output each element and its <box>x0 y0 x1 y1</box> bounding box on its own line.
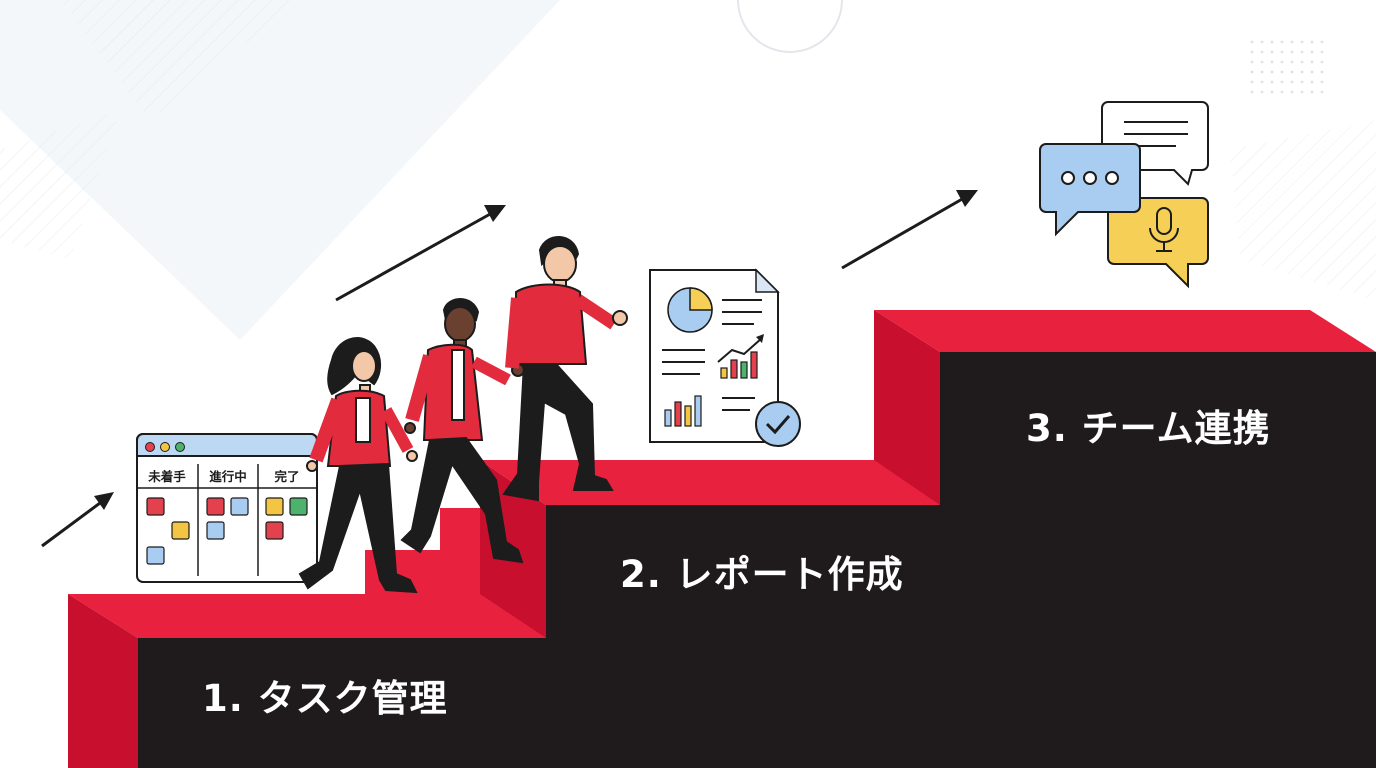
arrow-up-right-icon <box>335 205 506 302</box>
background-decor <box>0 0 1376 340</box>
kanban-col-doing: 進行中 <box>209 469 247 484</box>
step-label-report-creation: 2. レポート作成 <box>620 553 904 596</box>
arrow-up-right-icon <box>841 190 978 270</box>
report-document-icon <box>649 268 801 447</box>
step-label-team-collaboration: 3. チーム連携 <box>1026 407 1271 450</box>
step-label-task-management: 1. タスク管理 <box>202 677 448 720</box>
staircase <box>68 310 1376 768</box>
kanban-col-todo: 未着手 <box>147 469 186 484</box>
check-circle-icon <box>755 401 801 447</box>
person-man-middle <box>400 298 525 564</box>
chat-bubbles-icon <box>1039 101 1209 289</box>
kanban-board-icon: 未着手 進行中 完了 <box>136 433 318 583</box>
person-man-front <box>502 236 628 502</box>
microphone-icon <box>1149 207 1179 252</box>
person-woman <box>298 337 418 594</box>
kanban-col-done: 完了 <box>274 469 299 484</box>
arrow-up-right-icon <box>41 492 114 548</box>
